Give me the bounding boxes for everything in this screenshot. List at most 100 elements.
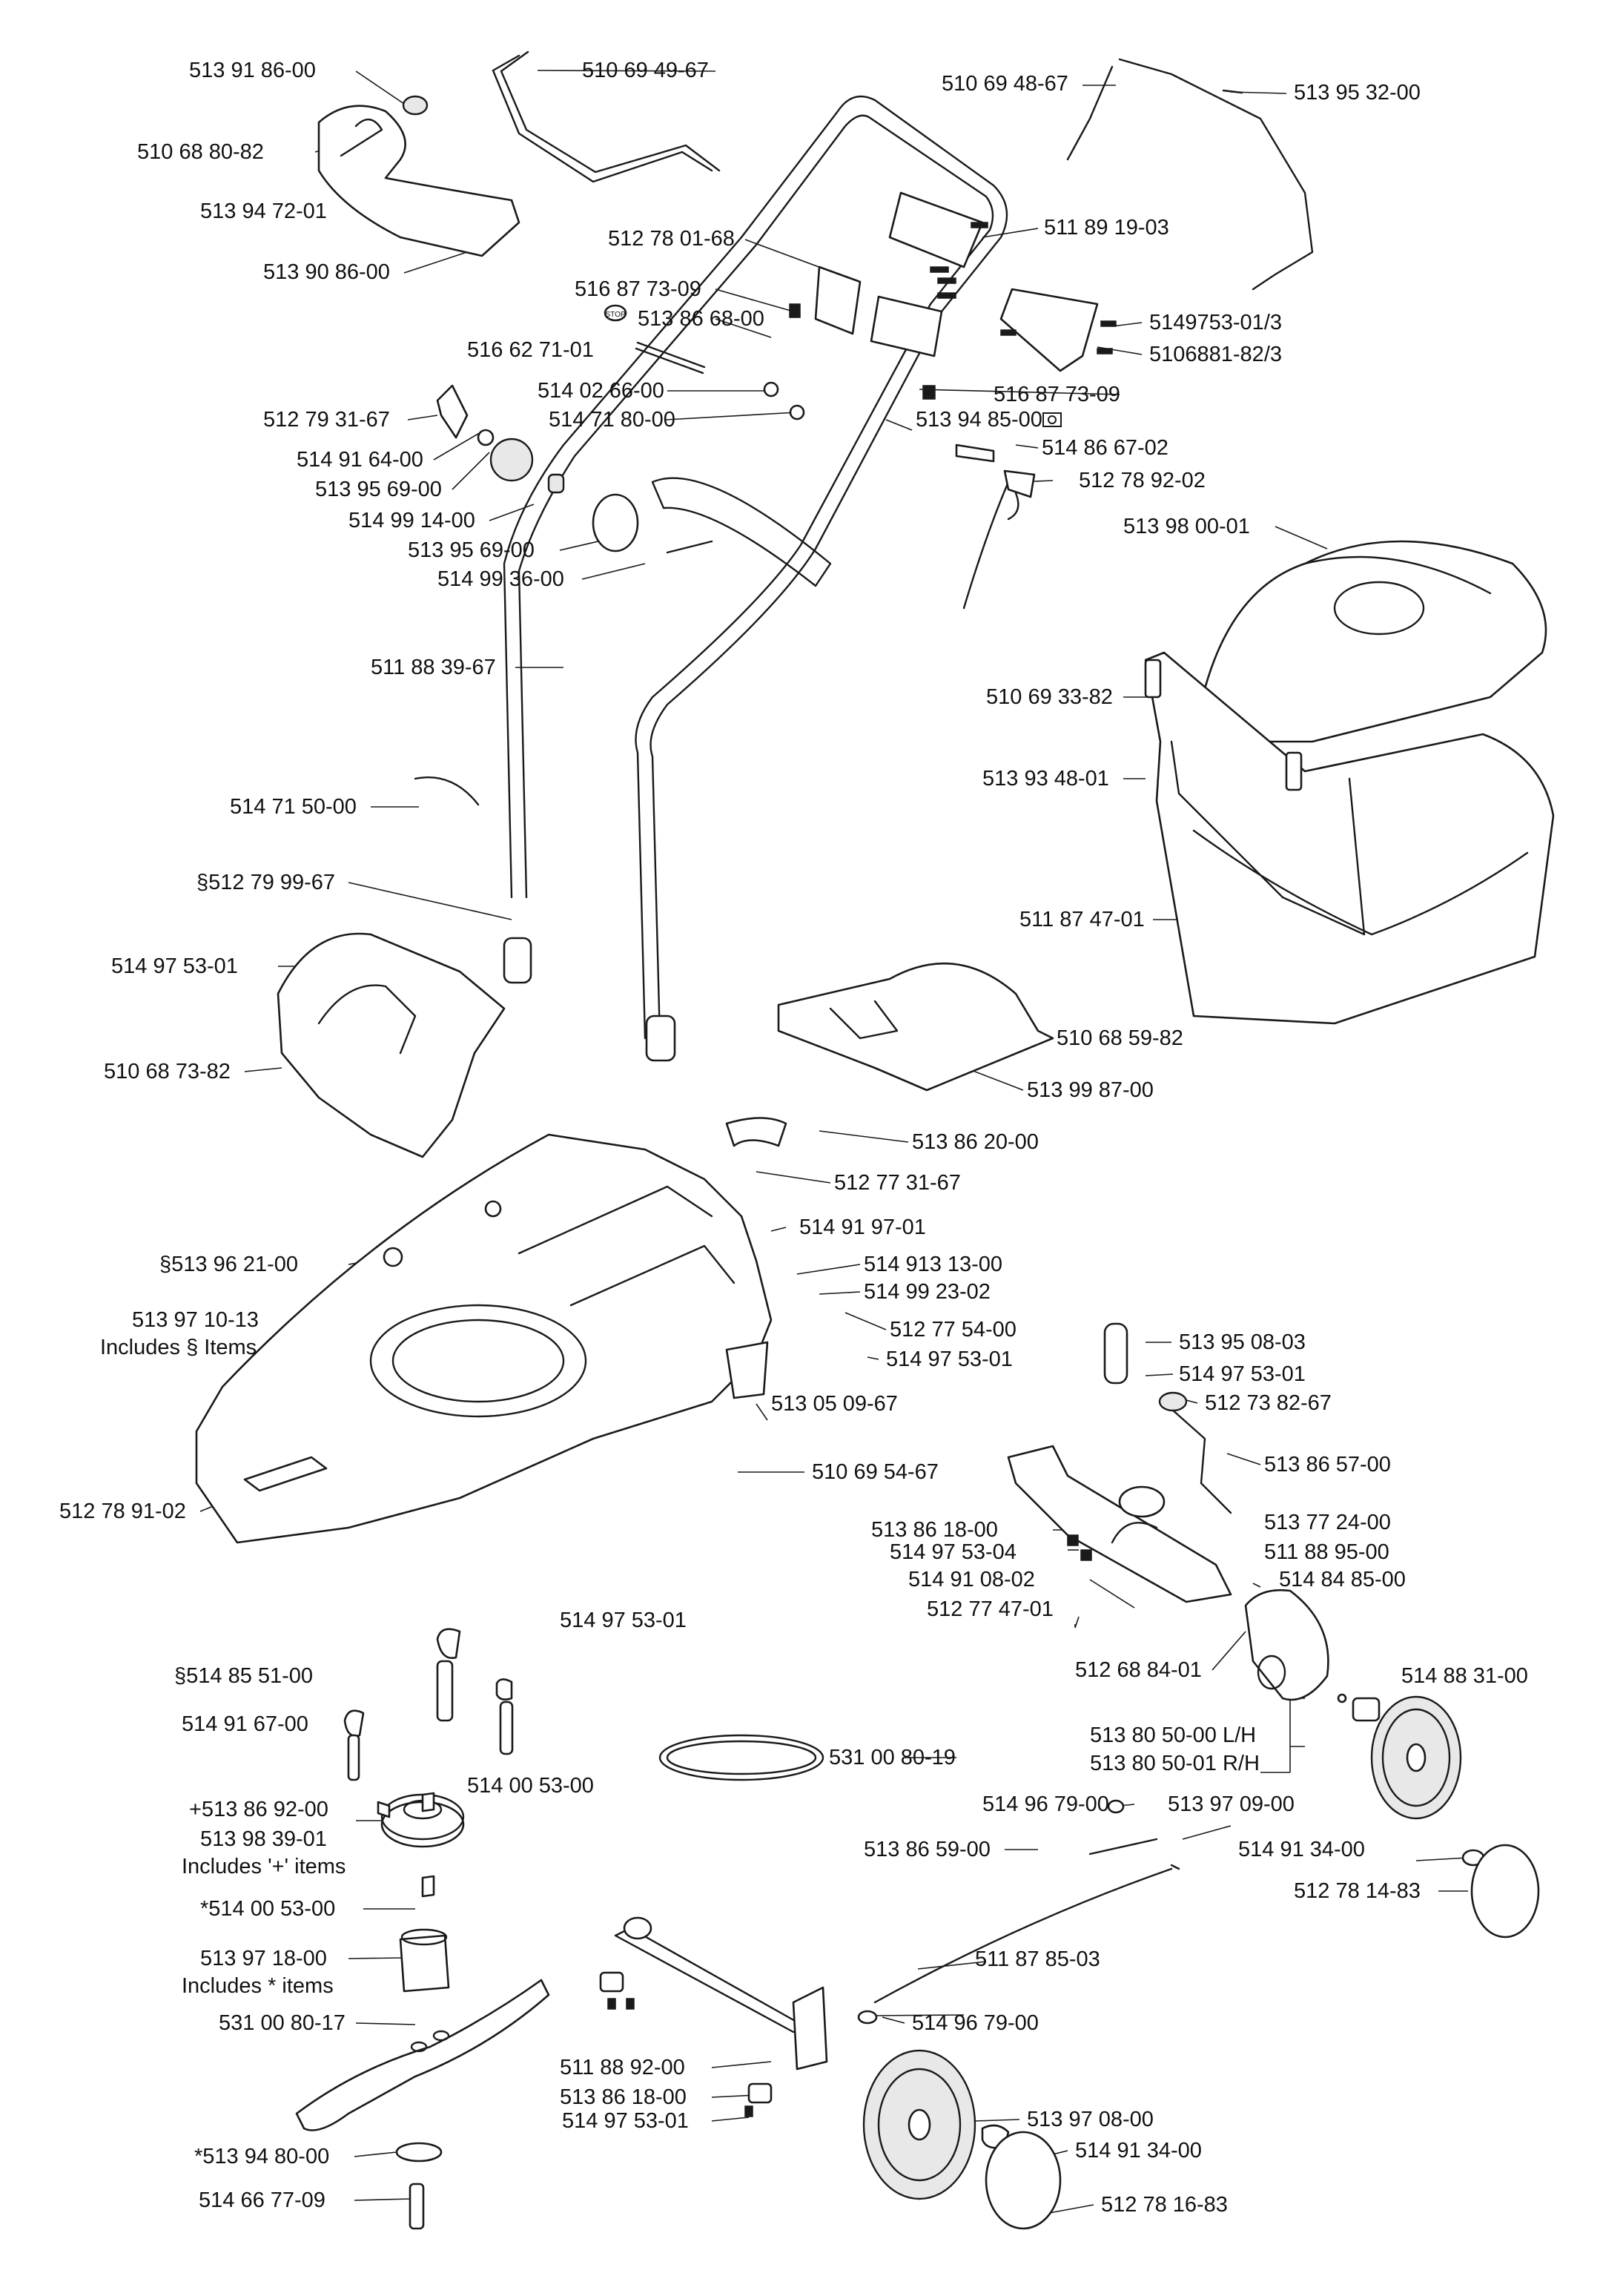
- part-label: 511 87 85-03: [975, 1947, 1100, 1971]
- part-label: 513 95 69-00: [408, 538, 535, 562]
- part-label: 514 97 53-01: [886, 1347, 1013, 1371]
- grass-collector: [1144, 540, 1555, 1025]
- part-label: 531 00 80-19: [829, 1746, 956, 1769]
- flaps: [277, 932, 1054, 1158]
- part-label: 510 68 80-82: [137, 140, 264, 164]
- part-label: 514 02 66-00: [538, 379, 664, 403]
- rotate-symbol-icon: [1042, 412, 1062, 427]
- gearbox-assembly: [1007, 1322, 1540, 1939]
- part-label: 513 86 68-00: [638, 307, 764, 331]
- part-label: 514 97 53-01: [562, 2109, 689, 2133]
- part-label: 513 95 32-00: [1294, 81, 1421, 105]
- part-label: *514 00 53-00: [200, 1897, 336, 1921]
- part-label: 512 79 31-67: [263, 408, 390, 432]
- part-label: 513 93 48-01: [982, 767, 1109, 791]
- part-label: 512 78 14-83: [1294, 1879, 1421, 1903]
- part-label: 516 87 73-09: [575, 277, 701, 301]
- part-label: 513 95 08-03: [1179, 1330, 1306, 1354]
- part-label: 514 96 79-00: [912, 2011, 1039, 2035]
- part-label: 511 88 92-00: [560, 2056, 685, 2079]
- part-label: 511 88 95-00: [1264, 1540, 1389, 1564]
- part-label: 513 80 50-00 L/H: [1090, 1723, 1257, 1747]
- part-label: 513 94 72-01: [200, 199, 327, 223]
- part-label: 511 87 47-01: [1019, 908, 1145, 931]
- part-label: 512 78 91-02: [59, 1500, 186, 1523]
- part-label: 510 68 59-82: [1057, 1026, 1183, 1050]
- part-label: §513 96 21-00: [159, 1253, 299, 1276]
- part-label: 512 77 47-01: [927, 1597, 1054, 1621]
- part-label: 511 89 19-03: [1044, 216, 1169, 240]
- part-label: 513 94 85-00: [916, 408, 1042, 432]
- part-label: 514 97 53-01: [1179, 1362, 1306, 1386]
- mower-deck: [195, 1133, 773, 1544]
- part-label: 510 69 49-67: [582, 59, 709, 82]
- part-label: 512 77 54-00: [890, 1318, 1017, 1342]
- part-label: 513 95 69-00: [315, 478, 442, 501]
- part-label: 5106881-82/3: [1149, 343, 1282, 366]
- part-label: 511 88 39-67: [371, 656, 496, 679]
- part-label: 513 91 86-00: [189, 59, 316, 82]
- part-label: 5149753-01/3: [1149, 311, 1282, 334]
- bail-and-brackets: [317, 50, 1314, 806]
- part-label: 514 91 34-00: [1238, 1838, 1365, 1861]
- part-label: 513 86 18-00: [871, 1518, 998, 1542]
- part-label: 516 87 73-09: [994, 383, 1120, 406]
- part-label: 513 86 59-00: [864, 1838, 991, 1861]
- part-label: 514 96 79-00: [982, 1792, 1109, 1816]
- part-label: +513 86 92-00: [189, 1798, 328, 1821]
- part-label: §512 79 99-67: [196, 871, 336, 894]
- part-label: 514 66 77-09: [199, 2188, 325, 2212]
- part-label: 514 91 64-00: [297, 448, 423, 472]
- part-label: 514 99 14-00: [348, 509, 475, 532]
- part-label: 513 98 39-01: [200, 1827, 327, 1851]
- part-label: 510 69 33-82: [986, 685, 1113, 709]
- part-label: 514 97 53-04: [890, 1540, 1017, 1564]
- part-label: 513 86 18-00: [560, 2085, 687, 2109]
- part-label: 512 78 92-02: [1079, 469, 1206, 492]
- part-label: 514 97 53-01: [560, 1609, 687, 1632]
- part-label: 531 00 80-17: [219, 2011, 346, 2035]
- part-note: Includes '+' items: [182, 1855, 346, 1878]
- stop-badge-text: STOP: [605, 311, 625, 319]
- part-label: 514 71 50-00: [230, 795, 357, 819]
- part-label: 513 86 20-00: [912, 1130, 1039, 1154]
- part-label: 513 97 08-00: [1027, 2108, 1154, 2131]
- blade-stack: [295, 1628, 824, 2230]
- part-label: 510 69 54-67: [812, 1460, 939, 1484]
- part-label: 514 84 85-00: [1279, 1568, 1406, 1591]
- part-label: 512 78 16-83: [1101, 2193, 1228, 2217]
- part-label: 514 99 23-02: [864, 1280, 991, 1304]
- part-label: 510 68 73-82: [104, 1060, 231, 1083]
- part-label: 513 98 00-01: [1123, 515, 1250, 538]
- part-label: 513 05 09-67: [771, 1392, 898, 1416]
- part-label: 513 97 18-00: [200, 1947, 327, 1970]
- part-label: 514 86 67-02: [1042, 436, 1169, 460]
- part-label: 513 97 09-00: [1168, 1792, 1295, 1816]
- part-label: 513 97 10-13: [132, 1308, 259, 1332]
- part-label: 516 62 71-01: [467, 338, 594, 362]
- rear-wheel: [1337, 1693, 1540, 1939]
- front-axle-assembly: [599, 1799, 1180, 2230]
- part-label: 513 99 87-00: [1027, 1078, 1154, 1102]
- handle-assembly: [503, 95, 1117, 1062]
- part-label: §514 85 51-00: [174, 1664, 314, 1688]
- part-label: 514 99 36-00: [437, 567, 564, 591]
- part-label: 512 78 01-68: [608, 227, 735, 251]
- part-note: Includes * items: [182, 1974, 334, 1998]
- part-label: 514 913 13-00: [864, 1253, 1003, 1276]
- part-label: 514 91 67-00: [182, 1712, 308, 1736]
- part-label: 514 71 80-00: [549, 408, 675, 432]
- part-label: 514 91 97-01: [799, 1215, 926, 1239]
- part-label: 514 00 53-00: [467, 1774, 594, 1798]
- part-label: 513 77 24-00: [1264, 1511, 1391, 1534]
- part-label: 514 91 08-02: [908, 1568, 1035, 1591]
- part-note: Includes § Items: [100, 1336, 257, 1359]
- part-label: 513 86 57-00: [1264, 1453, 1391, 1477]
- part-label: 512 77 31-67: [834, 1171, 961, 1195]
- part-label: 512 73 82-67: [1205, 1391, 1332, 1415]
- part-label: 513 80 50-01 R/H: [1090, 1752, 1260, 1775]
- part-label: 514 88 31-00: [1401, 1664, 1528, 1688]
- part-label: *513 94 80-00: [194, 2145, 330, 2168]
